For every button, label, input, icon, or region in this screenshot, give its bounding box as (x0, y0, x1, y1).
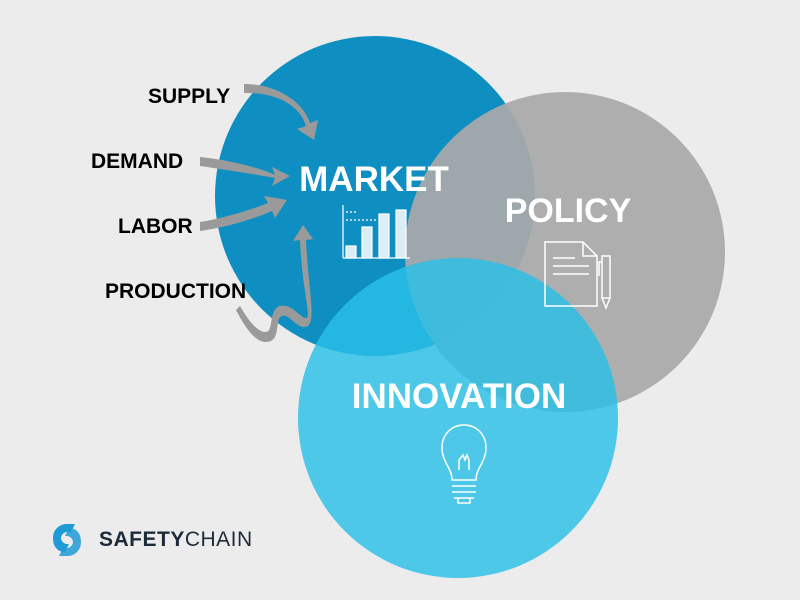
policy-label: POLICY (504, 192, 632, 230)
production-arrow (236, 225, 313, 342)
demand-arrow (200, 157, 290, 186)
innovation-label: INNOVATION (351, 377, 567, 416)
production-label: PRODUCTION (105, 280, 247, 303)
supply-arrow (244, 84, 318, 140)
demand-label: DEMAND (91, 150, 184, 173)
logo-wordmark: SAFETYCHAIN (99, 528, 253, 552)
logo-text-light: CHAIN (184, 528, 253, 551)
bar-chart-icon (342, 205, 410, 259)
supply-label: SUPPLY (148, 85, 231, 108)
logo-text-bold: SAFETY (99, 528, 185, 551)
labor-label: LABOR (118, 215, 193, 238)
innovation-circle (298, 258, 618, 578)
chain-link-icon (53, 524, 81, 556)
document-pen-icon (544, 241, 611, 311)
labor-arrow (200, 196, 287, 231)
lightbulb-icon (441, 424, 487, 504)
factor-arrows (200, 84, 318, 342)
safetychain-logo: SAFETYCHAIN (45, 518, 253, 562)
market-label: MARKET (299, 160, 449, 199)
